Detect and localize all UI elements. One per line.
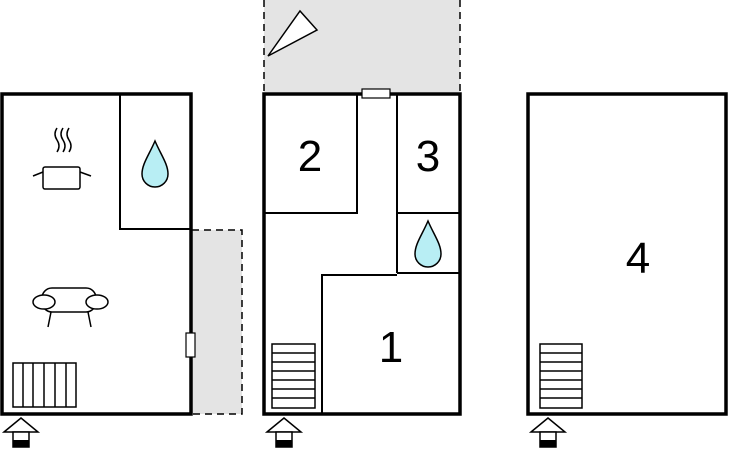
floor-2-plan: 2 3 1 xyxy=(262,88,462,448)
entrance-arrow-icon xyxy=(264,417,304,448)
compass-north-icon xyxy=(267,9,319,57)
sofa-icon xyxy=(32,287,109,328)
entrance-arrow-icon xyxy=(528,417,568,448)
terrace-top xyxy=(263,0,461,92)
water-drop-icon xyxy=(141,139,169,188)
room-2-label: 2 xyxy=(298,132,322,181)
room-4-label: 4 xyxy=(626,234,650,283)
entrance-arrow-icon xyxy=(1,417,41,448)
stairs-icon xyxy=(539,343,583,409)
room-1-label: 1 xyxy=(379,323,403,372)
water-drop-icon xyxy=(414,219,442,268)
floor-1-plan xyxy=(0,92,196,448)
cooking-pot-icon xyxy=(32,127,92,190)
balcony-side xyxy=(192,229,243,415)
window xyxy=(361,88,391,99)
room-3-label: 3 xyxy=(416,132,440,181)
stairs-icon xyxy=(271,343,316,409)
radiator-icon xyxy=(12,362,77,408)
floor-3-plan: 4 xyxy=(526,92,728,448)
balcony-door xyxy=(185,332,196,358)
